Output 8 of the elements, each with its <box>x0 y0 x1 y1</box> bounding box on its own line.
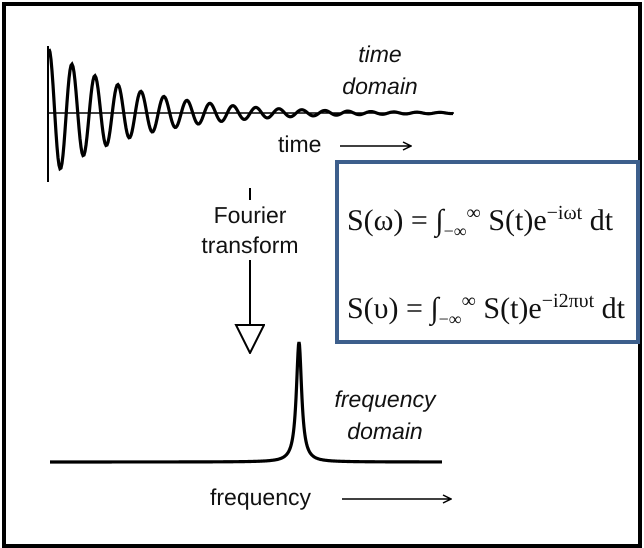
formula: S(υ) = ∫$_{−∞}$$^{∞}$ S(t)e$^{−i2πυt}$ dt <box>347 289 626 331</box>
plot-caption: frequency domain <box>333 385 438 446</box>
axis-label: time <box>278 131 322 158</box>
formula-box <box>335 160 640 344</box>
decaying-signal-plot <box>44 42 456 184</box>
formula: S(ω) = ∫$_{−∞}$$^{∞}$ S(t)e$^{−iωt}$ dt <box>347 201 614 243</box>
axis-label: frequency <box>210 484 312 511</box>
plot-caption: time domain <box>341 40 419 101</box>
